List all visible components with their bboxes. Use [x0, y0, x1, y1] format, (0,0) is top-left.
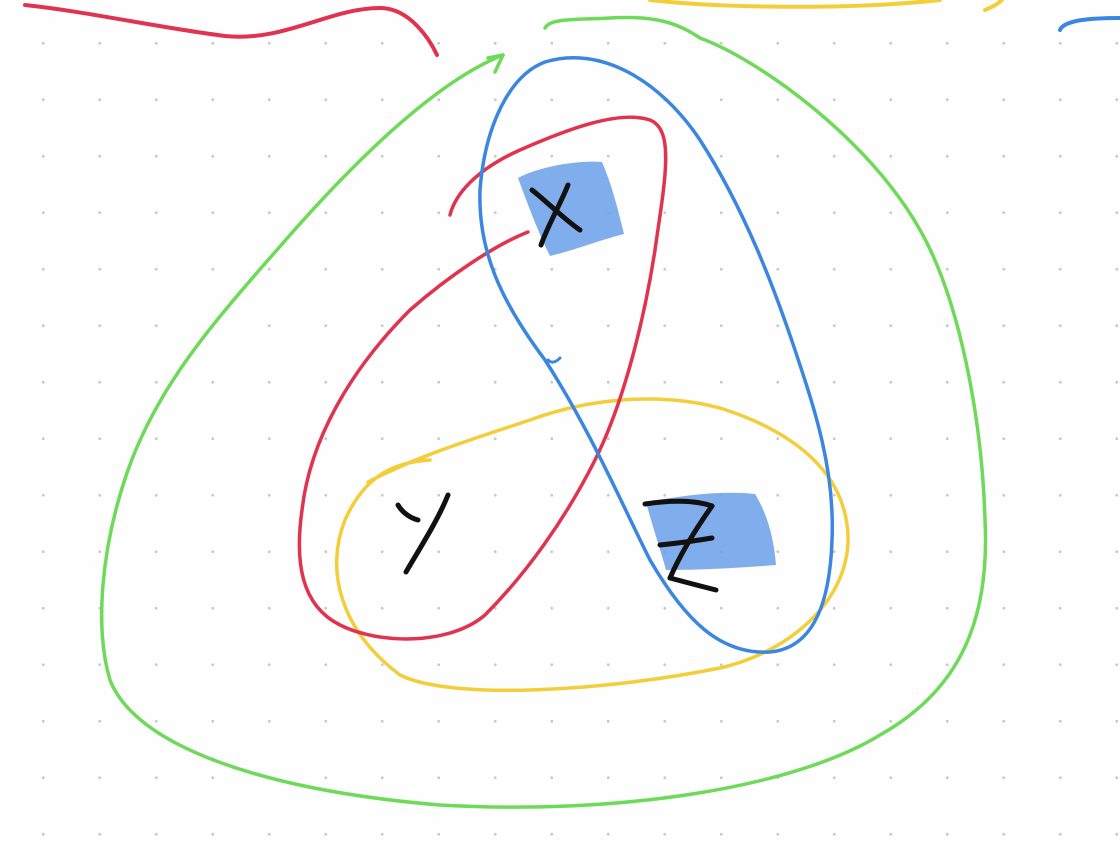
label-y: y: [422, 534, 423, 536]
yellow-loop: [334, 397, 850, 693]
red-loop: [297, 115, 668, 641]
blue-top-stroke: [1058, 16, 1120, 32]
yellow-top-stroke: [648, 0, 1004, 12]
blue-loop: [478, 56, 835, 654]
z-glyph: [642, 498, 719, 593]
outer-green-loop: [100, 15, 988, 809]
blue-small-tick: [546, 356, 562, 364]
y-glyph: [395, 492, 451, 575]
z-highlight: [646, 492, 776, 570]
green-arrow-tip: [486, 53, 505, 74]
x-highlight: [518, 161, 624, 256]
red-top-stroke: [23, 3, 439, 57]
x-glyph: [529, 182, 583, 248]
